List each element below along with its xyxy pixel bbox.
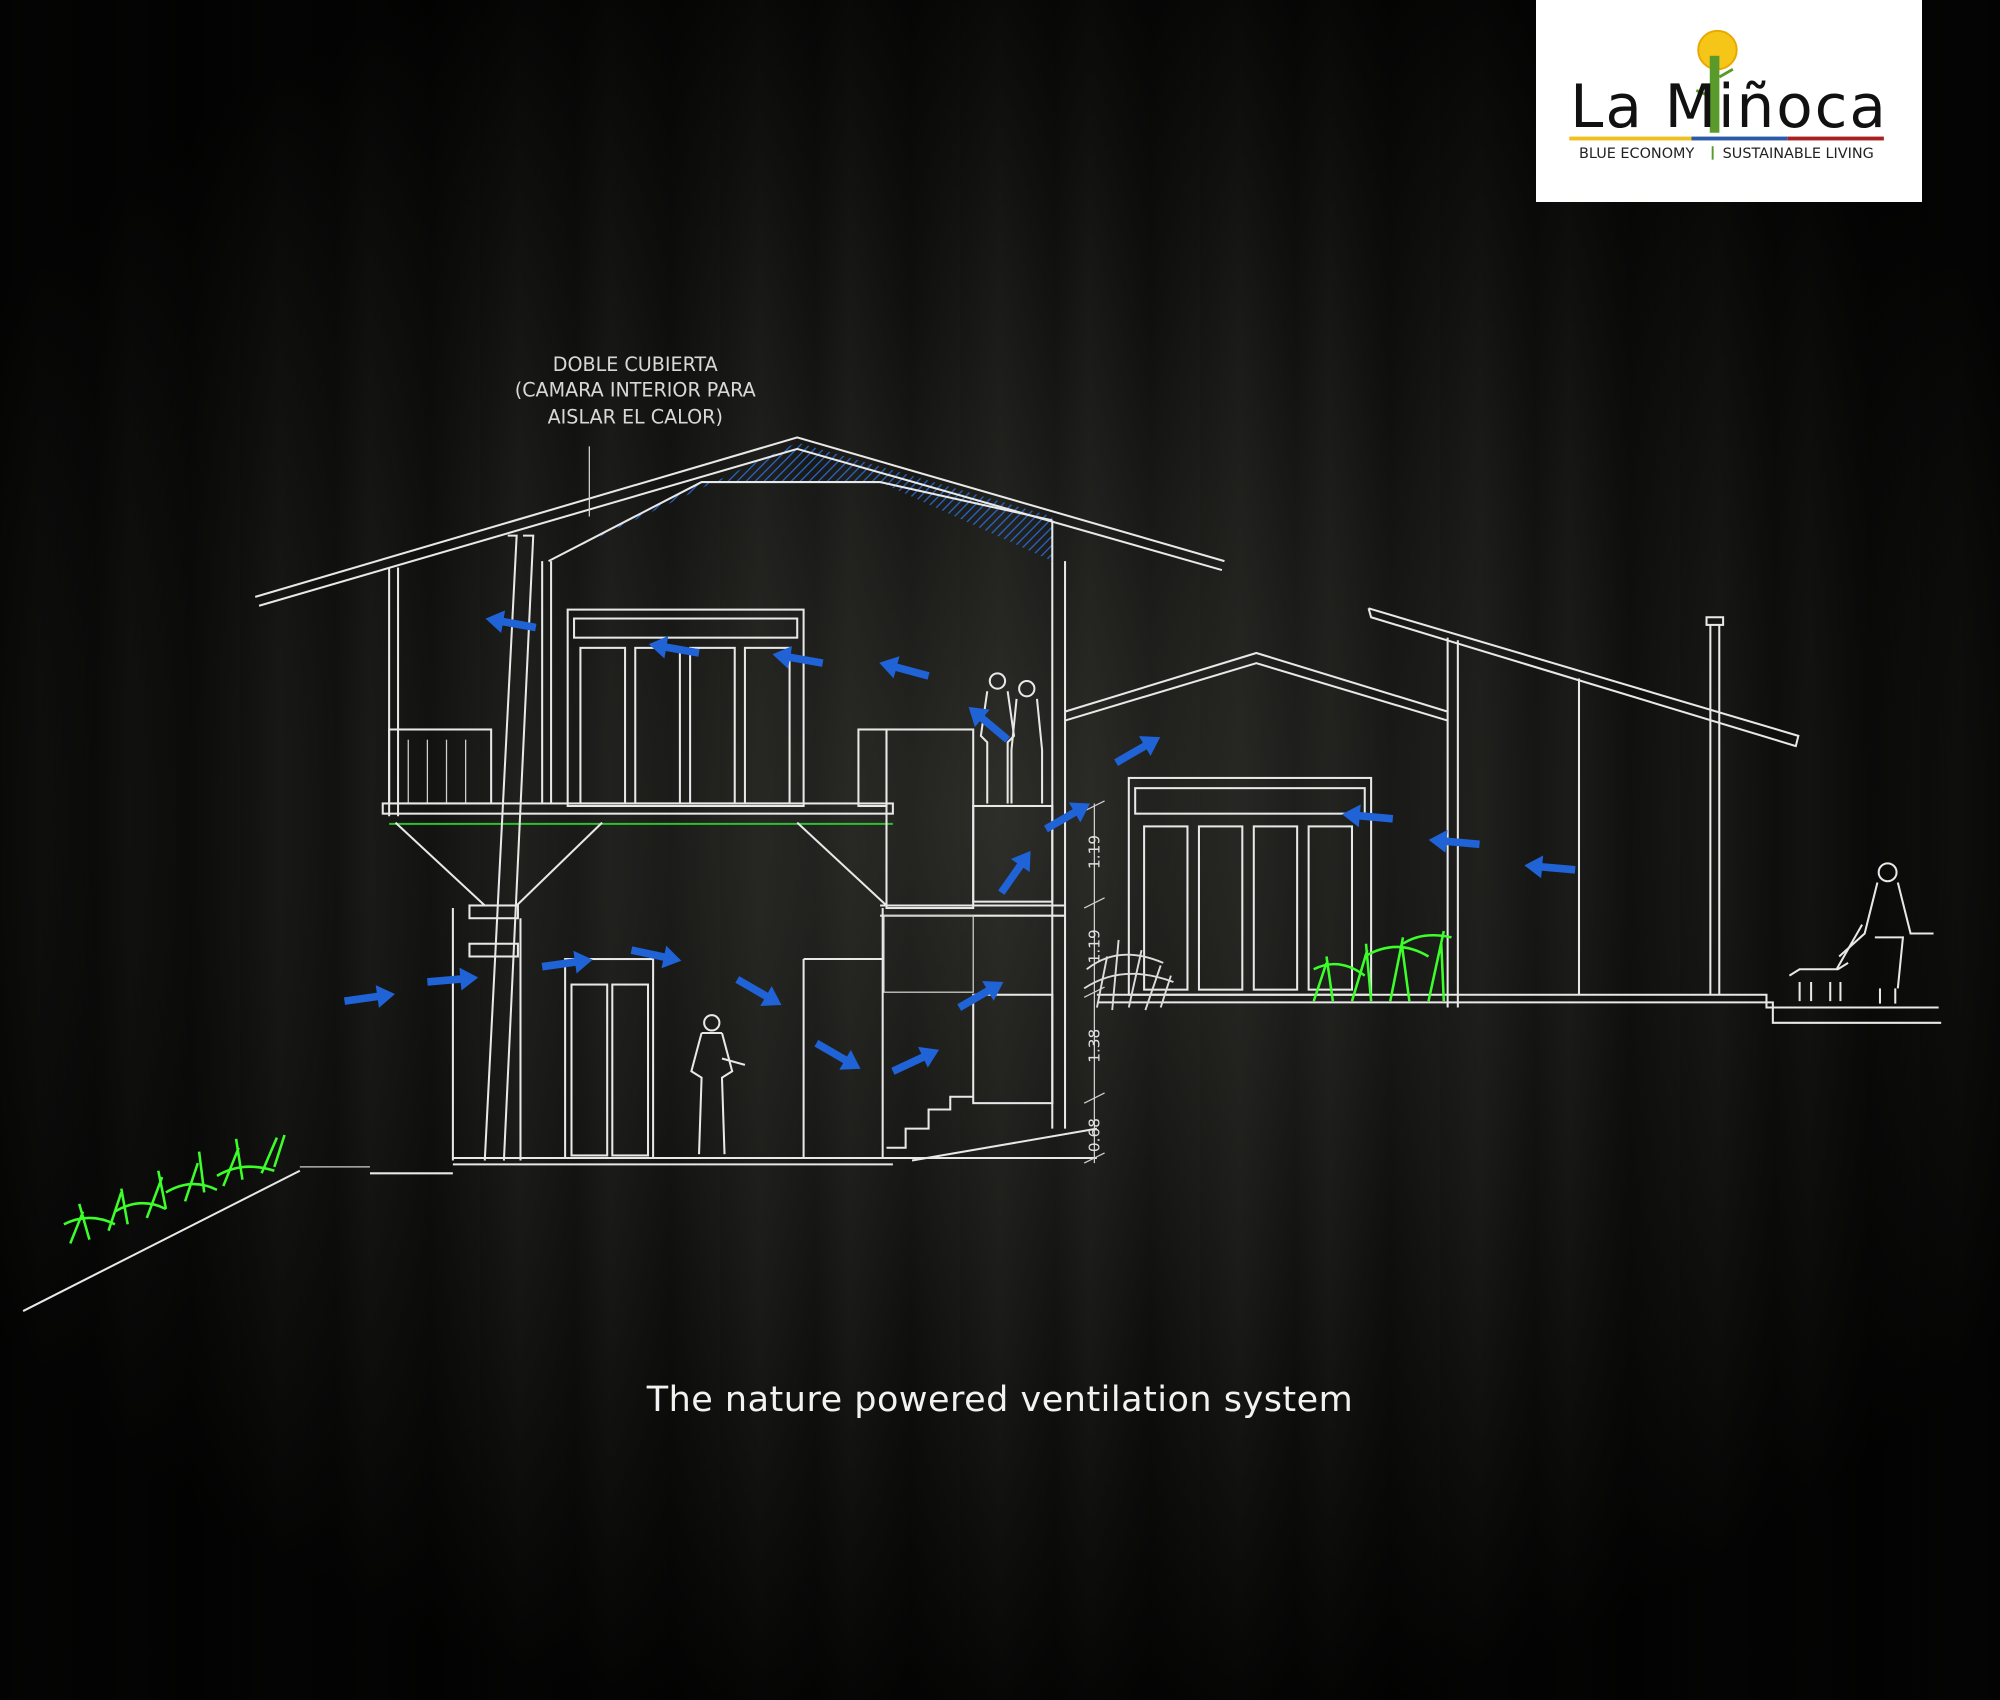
roof-annotation: DOBLE CUBIERTA (CAMARA INTERIOR PARA AIS…	[515, 353, 756, 517]
main-roof	[254, 436, 1225, 607]
airflow-arrow-icon	[629, 938, 684, 972]
upper-louvered-window	[566, 608, 805, 808]
airflow-arrow-icon	[342, 982, 397, 1013]
la-minoca-logo: La Miñoca BLUE ECONOMY SUSTAINABLE LIVIN…	[1536, 0, 1922, 202]
annotation-line-3: AISLAR EL CALOR)	[548, 405, 723, 428]
airflow-arrow-icon	[1110, 727, 1166, 773]
airflow-arrow-icon	[888, 1039, 944, 1082]
plants	[63, 930, 1452, 1244]
svg-text:La Miñoca: La Miñoca	[1570, 73, 1888, 142]
lower-floor	[369, 904, 1097, 1175]
dimension-label: 1.38	[1085, 1029, 1103, 1063]
airflow-arrows	[342, 607, 1577, 1082]
airflow-arrow-icon	[810, 1033, 867, 1079]
dimension-label: 0.68	[1085, 1118, 1103, 1152]
upper-floor	[381, 534, 894, 1161]
airflow-arrow-icon	[961, 698, 1016, 749]
airflow-arrow-icon	[1427, 828, 1481, 856]
airflow-arrow-icon	[991, 844, 1040, 900]
lower-door	[564, 958, 655, 1160]
shrub	[1083, 939, 1174, 1011]
ground-slope	[22, 1166, 370, 1312]
dimension-label: 1.19	[1085, 835, 1103, 869]
airflow-arrow-icon	[1523, 853, 1577, 882]
svg-text:BLUE ECONOMY: BLUE ECONOMY	[1579, 146, 1694, 162]
svg-text:SUSTAINABLE LIVING: SUSTAINABLE LIVING	[1723, 146, 1874, 162]
people-figures	[690, 672, 1934, 1155]
airflow-arrow-icon	[876, 651, 932, 688]
dimension-label: 1.19	[1085, 929, 1103, 963]
roof-air-chamber	[548, 442, 1053, 562]
airflow-arrow-icon	[731, 969, 788, 1015]
logo-graphic: La Miñoca BLUE ECONOMY SUSTAINABLE LIVIN…	[1569, 29, 1888, 162]
annotation-line-1: DOBLE CUBIERTA	[553, 353, 718, 376]
stair-tower	[857, 561, 1098, 1162]
airflow-arrow-icon	[1040, 793, 1096, 839]
annotation-line-2: (CAMARA INTERIOR PARA	[515, 379, 756, 402]
right-annex	[1064, 607, 1942, 1024]
caption: The nature powered ventilation system	[646, 1380, 1354, 1420]
airflow-arrow-icon	[540, 948, 595, 979]
